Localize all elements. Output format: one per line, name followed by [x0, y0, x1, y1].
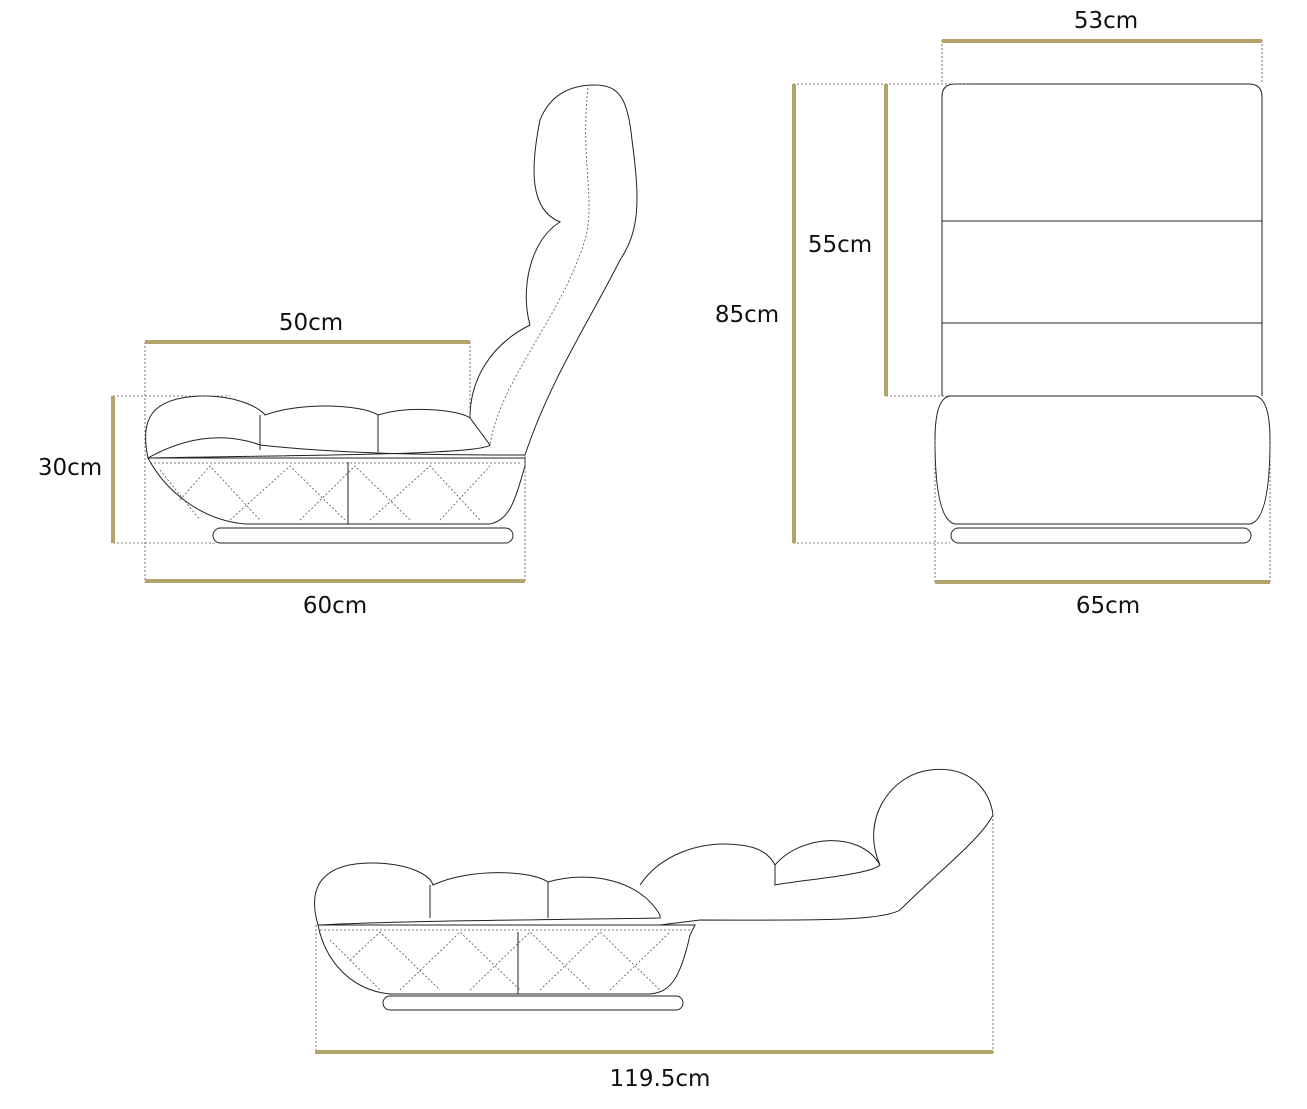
front-view-chair [934, 83, 1271, 544]
reclined-view-dimension-guides [315, 815, 994, 1054]
side-view-dimension-guides [111, 340, 526, 583]
back-width-label: 53cm [1073, 8, 1139, 34]
back-height-label: 55cm [807, 232, 873, 258]
total-depth-label: 60cm [302, 593, 368, 619]
front-view-dimension-guides [792, 39, 1271, 584]
side-view-chair [145, 84, 638, 544]
reclined-length-label: 119.5cm [609, 1066, 711, 1092]
reclined-view-chair [314, 768, 994, 1011]
total-height-label: 85cm [714, 302, 780, 328]
total-width-label: 65cm [1075, 593, 1141, 619]
seat-height-label: 30cm [37, 455, 103, 481]
seat-depth-label: 50cm [278, 310, 344, 336]
